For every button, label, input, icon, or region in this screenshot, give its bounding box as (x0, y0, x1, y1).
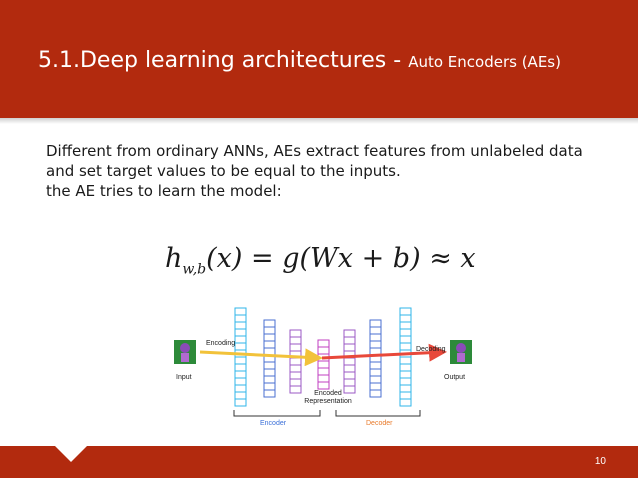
neuron-cell-layer-1 (234, 314, 247, 323)
neuron-cell-layer-3 (289, 357, 302, 366)
body-paragraph-1: Different from ordinary ANNs, AEs extrac… (46, 142, 583, 180)
input-image (174, 340, 196, 364)
neuron-cell-layer-3 (289, 329, 302, 338)
slide-title: 5.1.Deep learning architectures - Auto E… (38, 48, 561, 73)
autoencoder-diagram: Encoding Decoding Input Output Encoded R… (160, 298, 480, 434)
slide-title-main: 5.1.Deep learning architectures - (38, 48, 409, 73)
neuron-cell-layer-7 (399, 328, 412, 337)
neuron-cell-layer-2 (263, 361, 276, 370)
neuron-cell-layer-7 (399, 356, 412, 365)
neuron-cell-layer-2 (263, 340, 276, 349)
autoencoder-formula: hw,b(x) = g(Wx + b) ≈ x (165, 243, 476, 277)
neuron-cell-layer-2 (263, 326, 276, 335)
neuron-cell-layer-2 (263, 319, 276, 328)
decoding-arrow (321, 343, 447, 362)
neuron-cell-layer-7 (399, 321, 412, 330)
neuron-cell-layer-7 (399, 335, 412, 344)
neuron-cell-layer-3 (289, 385, 302, 394)
output-image (450, 340, 472, 364)
neuron-cell-layer-3 (289, 343, 302, 352)
encoded-label-2: Representation (304, 398, 352, 405)
encoder-label: Encoder (260, 420, 287, 427)
neuron-cell-layer-1 (234, 321, 247, 330)
footer-notch (55, 446, 87, 462)
title-bar-shadow (0, 118, 638, 124)
neuron-cell-layer-5 (343, 378, 356, 387)
neuron-cell-layer-5 (343, 364, 356, 373)
neuron-cell-layer-7 (399, 384, 412, 393)
neuron-cell-layer-6 (369, 333, 382, 342)
neuron-cell-layer-5 (343, 336, 356, 345)
encoding-label: Encoding (206, 340, 236, 347)
neuron-cell-layer-7 (399, 377, 412, 386)
neuron-cell-layer-1 (234, 356, 247, 365)
neuron-cell-layer-2 (263, 389, 276, 398)
neuron-cell-layer-2 (263, 382, 276, 391)
neuron-cell-layer-4 (317, 339, 330, 348)
neuron-cell-layer-1 (234, 391, 247, 400)
formula-rest: (x) = g(Wx + b) ≈ x (206, 243, 476, 274)
neuron-cell-layer-6 (369, 319, 382, 328)
neuron-cell-layer-4 (317, 374, 330, 383)
encoded-label-1: Encoded (314, 390, 342, 397)
neuron-cell-layer-3 (289, 364, 302, 373)
neuron-cell-layer-2 (263, 333, 276, 342)
neuron-cell-layer-3 (289, 371, 302, 380)
neuron-cell-layer-3 (289, 336, 302, 345)
neuron-cell-layer-1 (234, 377, 247, 386)
neuron-cell-layer-1 (234, 384, 247, 393)
encoder-bracket (233, 410, 321, 417)
neuron-cell-layer-4 (317, 367, 330, 376)
neuron-cell-layer-7 (399, 370, 412, 379)
neuron-cell-layer-4 (317, 346, 330, 355)
neuron-cell-layer-3 (289, 378, 302, 387)
neuron-cell-layer-6 (369, 361, 382, 370)
neuron-cell-layer-6 (369, 368, 382, 377)
autoencoder-network-svg (174, 307, 472, 417)
neuron-cell-layer-7 (399, 363, 412, 372)
decoding-label: Decoding (416, 346, 446, 353)
neuron-cell-layer-1 (234, 307, 247, 316)
neuron-cell-layer-5 (343, 371, 356, 380)
encoding-arrow (199, 348, 323, 367)
neuron-cell-layer-2 (263, 375, 276, 384)
slide-title-sub: Auto Encoders (AEs) (408, 53, 561, 71)
decoder-bracket (335, 410, 421, 417)
neuron-cell-layer-2 (263, 368, 276, 377)
footer-bar (0, 446, 638, 478)
formula-h: h (165, 243, 183, 274)
neuron-cell-layer-6 (369, 375, 382, 384)
neuron-cell-layer-6 (369, 340, 382, 349)
title-bar (0, 0, 638, 118)
page-number: 10 (594, 456, 606, 467)
neuron-cell-layer-5 (343, 329, 356, 338)
neuron-cell-layer-7 (399, 342, 412, 351)
output-label: Output (444, 374, 466, 381)
neuron-cell-layer-6 (369, 382, 382, 391)
neuron-cell-layer-4 (317, 381, 330, 390)
neuron-cell-layer-1 (234, 335, 247, 344)
body-paragraph-2: the AE tries to learn the model: (46, 182, 282, 200)
neuron-cell-layer-5 (343, 357, 356, 366)
neuron-cell-layer-7 (399, 314, 412, 323)
neuron-cell-layer-1 (234, 398, 247, 407)
neuron-cell-layer-5 (343, 343, 356, 352)
neuron-cell-layer-1 (234, 370, 247, 379)
neuron-cell-layer-5 (343, 385, 356, 394)
body-text: Different from ordinary ANNs, AEs extrac… (46, 141, 586, 201)
neuron-cell-layer-7 (399, 391, 412, 400)
neuron-cell-layer-7 (399, 398, 412, 407)
formula-subscript: w,b (182, 261, 207, 278)
neuron-cell-layer-1 (234, 363, 247, 372)
input-label: Input (176, 374, 192, 381)
neuron-cell-layer-6 (369, 389, 382, 398)
neuron-cell-layer-7 (399, 307, 412, 316)
decoder-label: Decoder (366, 420, 393, 427)
neuron-cell-layer-1 (234, 342, 247, 351)
neuron-cell-layer-4 (317, 360, 330, 369)
neuron-cell-layer-1 (234, 328, 247, 337)
neuron-cell-layer-6 (369, 326, 382, 335)
